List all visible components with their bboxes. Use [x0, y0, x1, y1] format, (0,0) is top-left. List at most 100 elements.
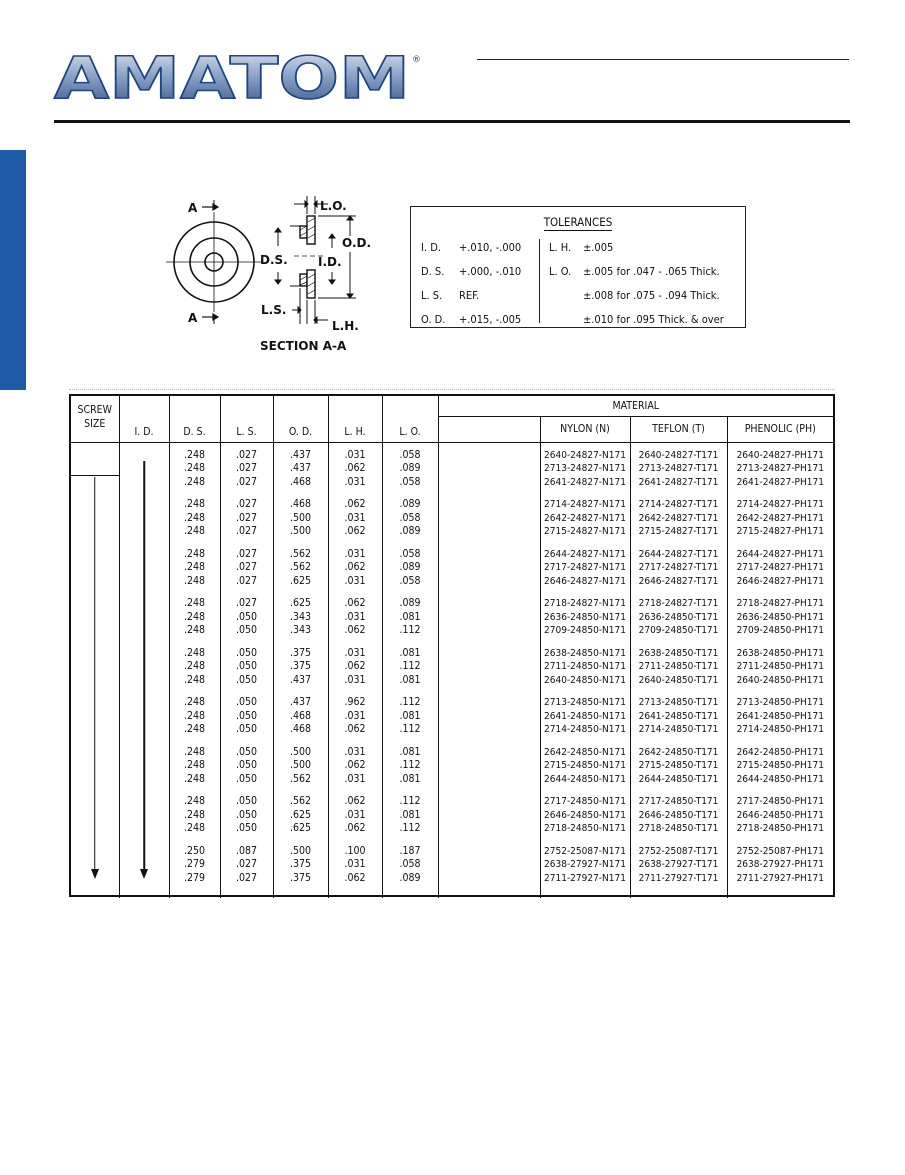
- table-cell-teflon: 2718-24827-T171: [638, 598, 719, 609]
- row-group: .100.031.062: [329, 845, 382, 886]
- table-cell-od: .500: [289, 844, 312, 857]
- row-group: .248.248.248: [170, 795, 220, 836]
- table-cell-od: .468: [289, 475, 312, 488]
- material-blank-column: [437, 442, 540, 898]
- table-cell-phenolic: 2636-24850-PH171: [736, 611, 824, 623]
- table-cell-ls: .027: [235, 525, 258, 537]
- row-group: .250.279.279: [170, 845, 220, 886]
- table-cell-teflon: 2638-27927-T171: [638, 859, 719, 870]
- table-cell-nylon: 2709-24850-N171: [544, 625, 626, 636]
- table-cell-lo: .112: [399, 660, 421, 672]
- table-cell-ds: .250: [183, 844, 206, 857]
- table-cell-phenolic: 2711-24850-PH171: [736, 661, 824, 672]
- table-cell-lh: .031: [344, 772, 366, 785]
- table-cell-od: .500: [289, 745, 312, 758]
- table-cell-ds: .248: [183, 822, 206, 834]
- table-cell-lh: .031: [344, 673, 366, 686]
- table-cell-lh: .100: [344, 844, 366, 857]
- table-cell-od: .437: [289, 696, 312, 708]
- table-cell-od: .500: [289, 525, 312, 537]
- table-cell-ds: .248: [183, 597, 206, 609]
- table-cell-teflon: 2715-24827-T171: [638, 526, 719, 537]
- table-cell-lo: .089: [399, 525, 421, 537]
- table-cell-lh: .062: [344, 795, 366, 807]
- table-cell-lo: .089: [399, 498, 421, 510]
- table-cell-teflon: 2711-27927-T171: [638, 872, 719, 884]
- label-id: I.D.: [318, 255, 342, 269]
- table-cell-nylon: 2638-27927-N171: [544, 859, 626, 870]
- ds-column: .248.248.248.248.248.248.248.248.248.248…: [168, 442, 220, 898]
- row-group: .248.248.248: [170, 696, 220, 737]
- table-cell-ls: .050: [235, 759, 258, 771]
- table-cell-ls: .027: [235, 511, 258, 524]
- table-cell-nylon: 2714-24850-N171: [544, 724, 626, 735]
- header-nylon: NYLON (N): [539, 416, 630, 443]
- table-cell-lo: .058: [399, 511, 421, 524]
- table-cell-phenolic: 2646-24827-PH171: [736, 575, 824, 587]
- table-cell-ls: .027: [235, 475, 258, 488]
- table-cell-nylon: 2642-24827-N171: [544, 512, 626, 524]
- table-cell-ls: .050: [235, 795, 258, 807]
- table-cell-phenolic: 2641-24850-PH171: [736, 710, 824, 722]
- table-cell-nylon: 2641-24827-N171: [544, 476, 626, 488]
- header-material-blank: [437, 416, 540, 443]
- side-tab-marker: [0, 150, 26, 390]
- row-group: .187.058.089: [383, 845, 438, 886]
- table-cell-od: .562: [289, 547, 312, 560]
- table-cell-teflon: 2644-24827-T171: [638, 548, 719, 560]
- table-body-row: .248.248.248.248.248.248.248.248.248.248…: [71, 442, 833, 898]
- row-group: .625.343.343: [274, 597, 328, 638]
- table-cell-ls: .050: [235, 745, 258, 758]
- row-group: .562.562.625: [274, 548, 328, 589]
- table-cell-ds: .248: [183, 547, 206, 560]
- header-phenolic: PHENOLIC (PH): [726, 416, 833, 443]
- header-id: I. D.: [118, 396, 169, 443]
- row-group: .050.050.050: [221, 795, 273, 836]
- table-cell-ls: .027: [235, 561, 258, 573]
- table-cell-ls: .050: [235, 624, 258, 636]
- table-cell-ds: .248: [183, 475, 206, 488]
- table-cell-teflon: 2642-24850-T171: [638, 746, 719, 758]
- table-cell-lh: .031: [344, 709, 366, 722]
- table-cell-phenolic: 2715-24850-PH171: [736, 760, 824, 771]
- table-cell-ds: .248: [183, 561, 206, 573]
- table-cell-teflon: 2641-24850-T171: [638, 710, 719, 722]
- tolerance-row: L. S.REF.: [421, 289, 480, 302]
- table-cell-teflon: 2714-24827-T171: [638, 499, 719, 510]
- table-cell-phenolic: 2644-24827-PH171: [736, 548, 824, 560]
- row-group: .500.375.375: [274, 845, 328, 886]
- table-cell-ds: .248: [183, 795, 206, 807]
- table-cell-ls: .027: [235, 574, 258, 587]
- table-cell-nylon: 2636-24850-N171: [544, 611, 626, 623]
- label-lh: L.H.: [332, 319, 359, 333]
- down-arrow-icon: [143, 460, 145, 873]
- label-lo: L.O.: [320, 199, 347, 213]
- table-cell-ls: .027: [235, 448, 258, 461]
- row-group: .031.062.031: [329, 746, 382, 787]
- table-cell-phenolic: 2711-27927-PH171: [736, 872, 824, 884]
- table-cell-od: .500: [289, 511, 312, 524]
- table-cell-ds: .248: [183, 511, 206, 524]
- row-group: .248.248.248: [170, 449, 220, 490]
- table-cell-lo: .081: [399, 772, 421, 785]
- table-cell-ds: .248: [183, 808, 206, 821]
- table-cell-ds: .248: [183, 723, 206, 735]
- label-ls: L.S.: [261, 303, 286, 317]
- table-cell-od: .562: [289, 795, 312, 807]
- table-cell-phenolic: 2709-24850-PH171: [736, 625, 824, 636]
- table-cell-od: .375: [289, 858, 312, 870]
- row-group: .089.081.112: [383, 597, 438, 638]
- table-cell-ls: .027: [235, 871, 258, 884]
- table-cell-phenolic: 2642-24850-PH171: [736, 746, 824, 758]
- table-cell-lh: .062: [344, 723, 366, 735]
- row-group: .962.031.062: [329, 696, 382, 737]
- table-cell-ds: .248: [183, 646, 206, 659]
